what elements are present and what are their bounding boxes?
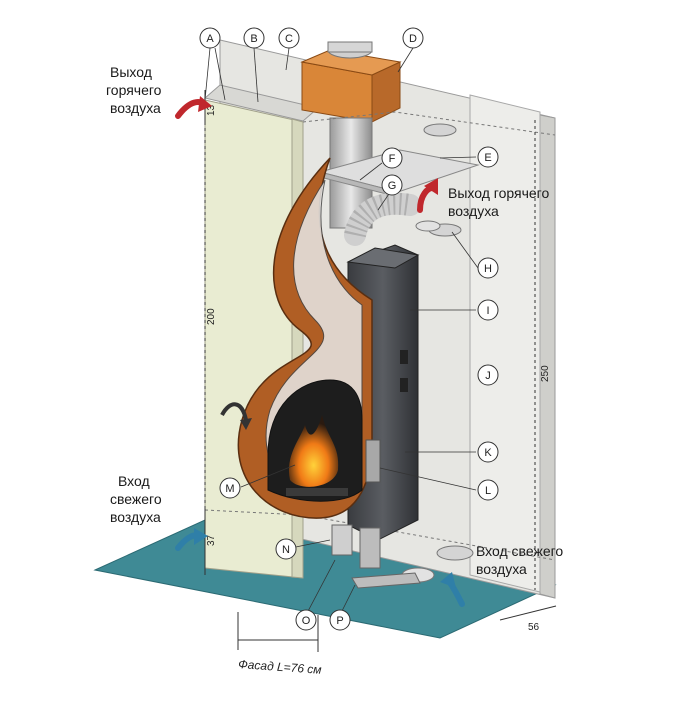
callout-letter: K — [484, 447, 492, 459]
callout-letter: D — [409, 33, 417, 45]
callout-d: D — [402, 27, 424, 49]
callout-circle — [477, 299, 499, 321]
dim-facade: Фасад L=76 см — [238, 657, 322, 677]
flames — [288, 415, 339, 487]
dimension-lines — [204, 90, 557, 652]
dashed-outline-top — [302, 111, 556, 136]
callout-circle — [381, 147, 403, 169]
caption-fresh-air-in-right-1: Вход свежего — [476, 543, 563, 559]
hot-air-arrow-right — [417, 178, 438, 213]
callout-p: P — [329, 609, 351, 631]
firebox-base — [286, 488, 348, 496]
dim-depth: 56 — [528, 622, 540, 633]
callout-circle — [219, 477, 241, 499]
callout-circle — [477, 257, 499, 279]
callout-letter: M — [225, 483, 234, 495]
hot-air-arrow-left — [175, 96, 212, 119]
caption-hot-air-out-right-1: Выход горячего — [448, 185, 549, 201]
callout-o: O — [295, 609, 317, 631]
callout-circle — [477, 441, 499, 463]
dim-bottom-gap: 37 — [206, 534, 217, 546]
callout-circle — [477, 146, 499, 168]
callout-circle — [477, 479, 499, 501]
caption-fresh-air-in-right-2: воздуха — [476, 561, 527, 577]
fresh-air-channel — [351, 572, 421, 589]
caption-hot-air-out-left-1: Выход — [110, 64, 152, 80]
fresh-air-arrow-right — [440, 572, 465, 607]
callout-m: M — [219, 477, 241, 499]
callout-n: N — [275, 538, 297, 560]
callout-letter: N — [282, 544, 290, 556]
callout-circle — [275, 538, 297, 560]
side-slot-2 — [400, 378, 408, 392]
callout-letter: H — [484, 263, 492, 275]
hinge-bracket — [365, 439, 381, 483]
callout-circle — [329, 609, 351, 631]
callout-letter: L — [485, 485, 491, 497]
dim-total-height: 250 — [540, 365, 551, 382]
caption-hot-air-out-right-2: воздуха — [448, 203, 499, 219]
caption-hot-air-out-left-2: горячего — [106, 82, 162, 98]
callout-i: I — [477, 299, 499, 321]
callout-c: C — [278, 27, 300, 49]
callout-letter: C — [285, 33, 293, 45]
callout-b: B — [243, 27, 265, 49]
caption-fresh-air-in-left-1: Вход — [118, 473, 150, 489]
caption-fresh-air-in-left-2: свежего — [110, 491, 162, 507]
callout-letter: P — [336, 615, 343, 627]
flexible-duct-ribs — [344, 192, 412, 238]
callout-circle — [381, 174, 403, 196]
rotation-arrow — [220, 402, 252, 430]
support-leg-right — [359, 527, 381, 569]
callout-letter: F — [389, 153, 396, 165]
caption-fresh-air-in-left-3: воздуха — [110, 509, 161, 525]
callout-letter: I — [486, 305, 489, 317]
support-leg-left — [331, 524, 353, 556]
callout-letter: G — [388, 180, 397, 192]
callout-letter: A — [206, 33, 214, 45]
right-side-wall — [469, 94, 541, 593]
callout-a: A — [199, 27, 221, 49]
callout-circle — [402, 27, 424, 49]
callout-circle — [243, 27, 265, 49]
chimney-box-top — [300, 49, 402, 76]
callout-circle — [199, 27, 221, 49]
callout-j: J — [477, 364, 499, 386]
callout-letter: O — [302, 615, 311, 627]
dim-height-main: 200 — [206, 308, 217, 325]
callout-h: H — [477, 257, 499, 279]
callout-letter: B — [250, 33, 257, 45]
callout-letter: J — [485, 370, 491, 382]
callout-circle — [295, 609, 317, 631]
side-slot-1 — [400, 350, 408, 364]
callout-k: K — [477, 441, 499, 463]
callout-l: L — [477, 479, 499, 501]
flue-collar — [327, 41, 373, 53]
callout-circle — [477, 364, 499, 386]
fresh-air-arrow-left — [175, 528, 208, 551]
dim-top-gap: 13 — [206, 104, 217, 116]
fireplace-top — [346, 247, 420, 269]
callout-g: G — [381, 174, 403, 196]
callout-e: E — [477, 146, 499, 168]
callout-letter: E — [484, 152, 491, 164]
callout-f: F — [381, 147, 403, 169]
callout-layer: A B C D E F G H I J K L M N O P — [199, 27, 499, 631]
caption-hot-air-out-left-3: воздуха — [110, 100, 161, 116]
callout-circle — [278, 27, 300, 49]
